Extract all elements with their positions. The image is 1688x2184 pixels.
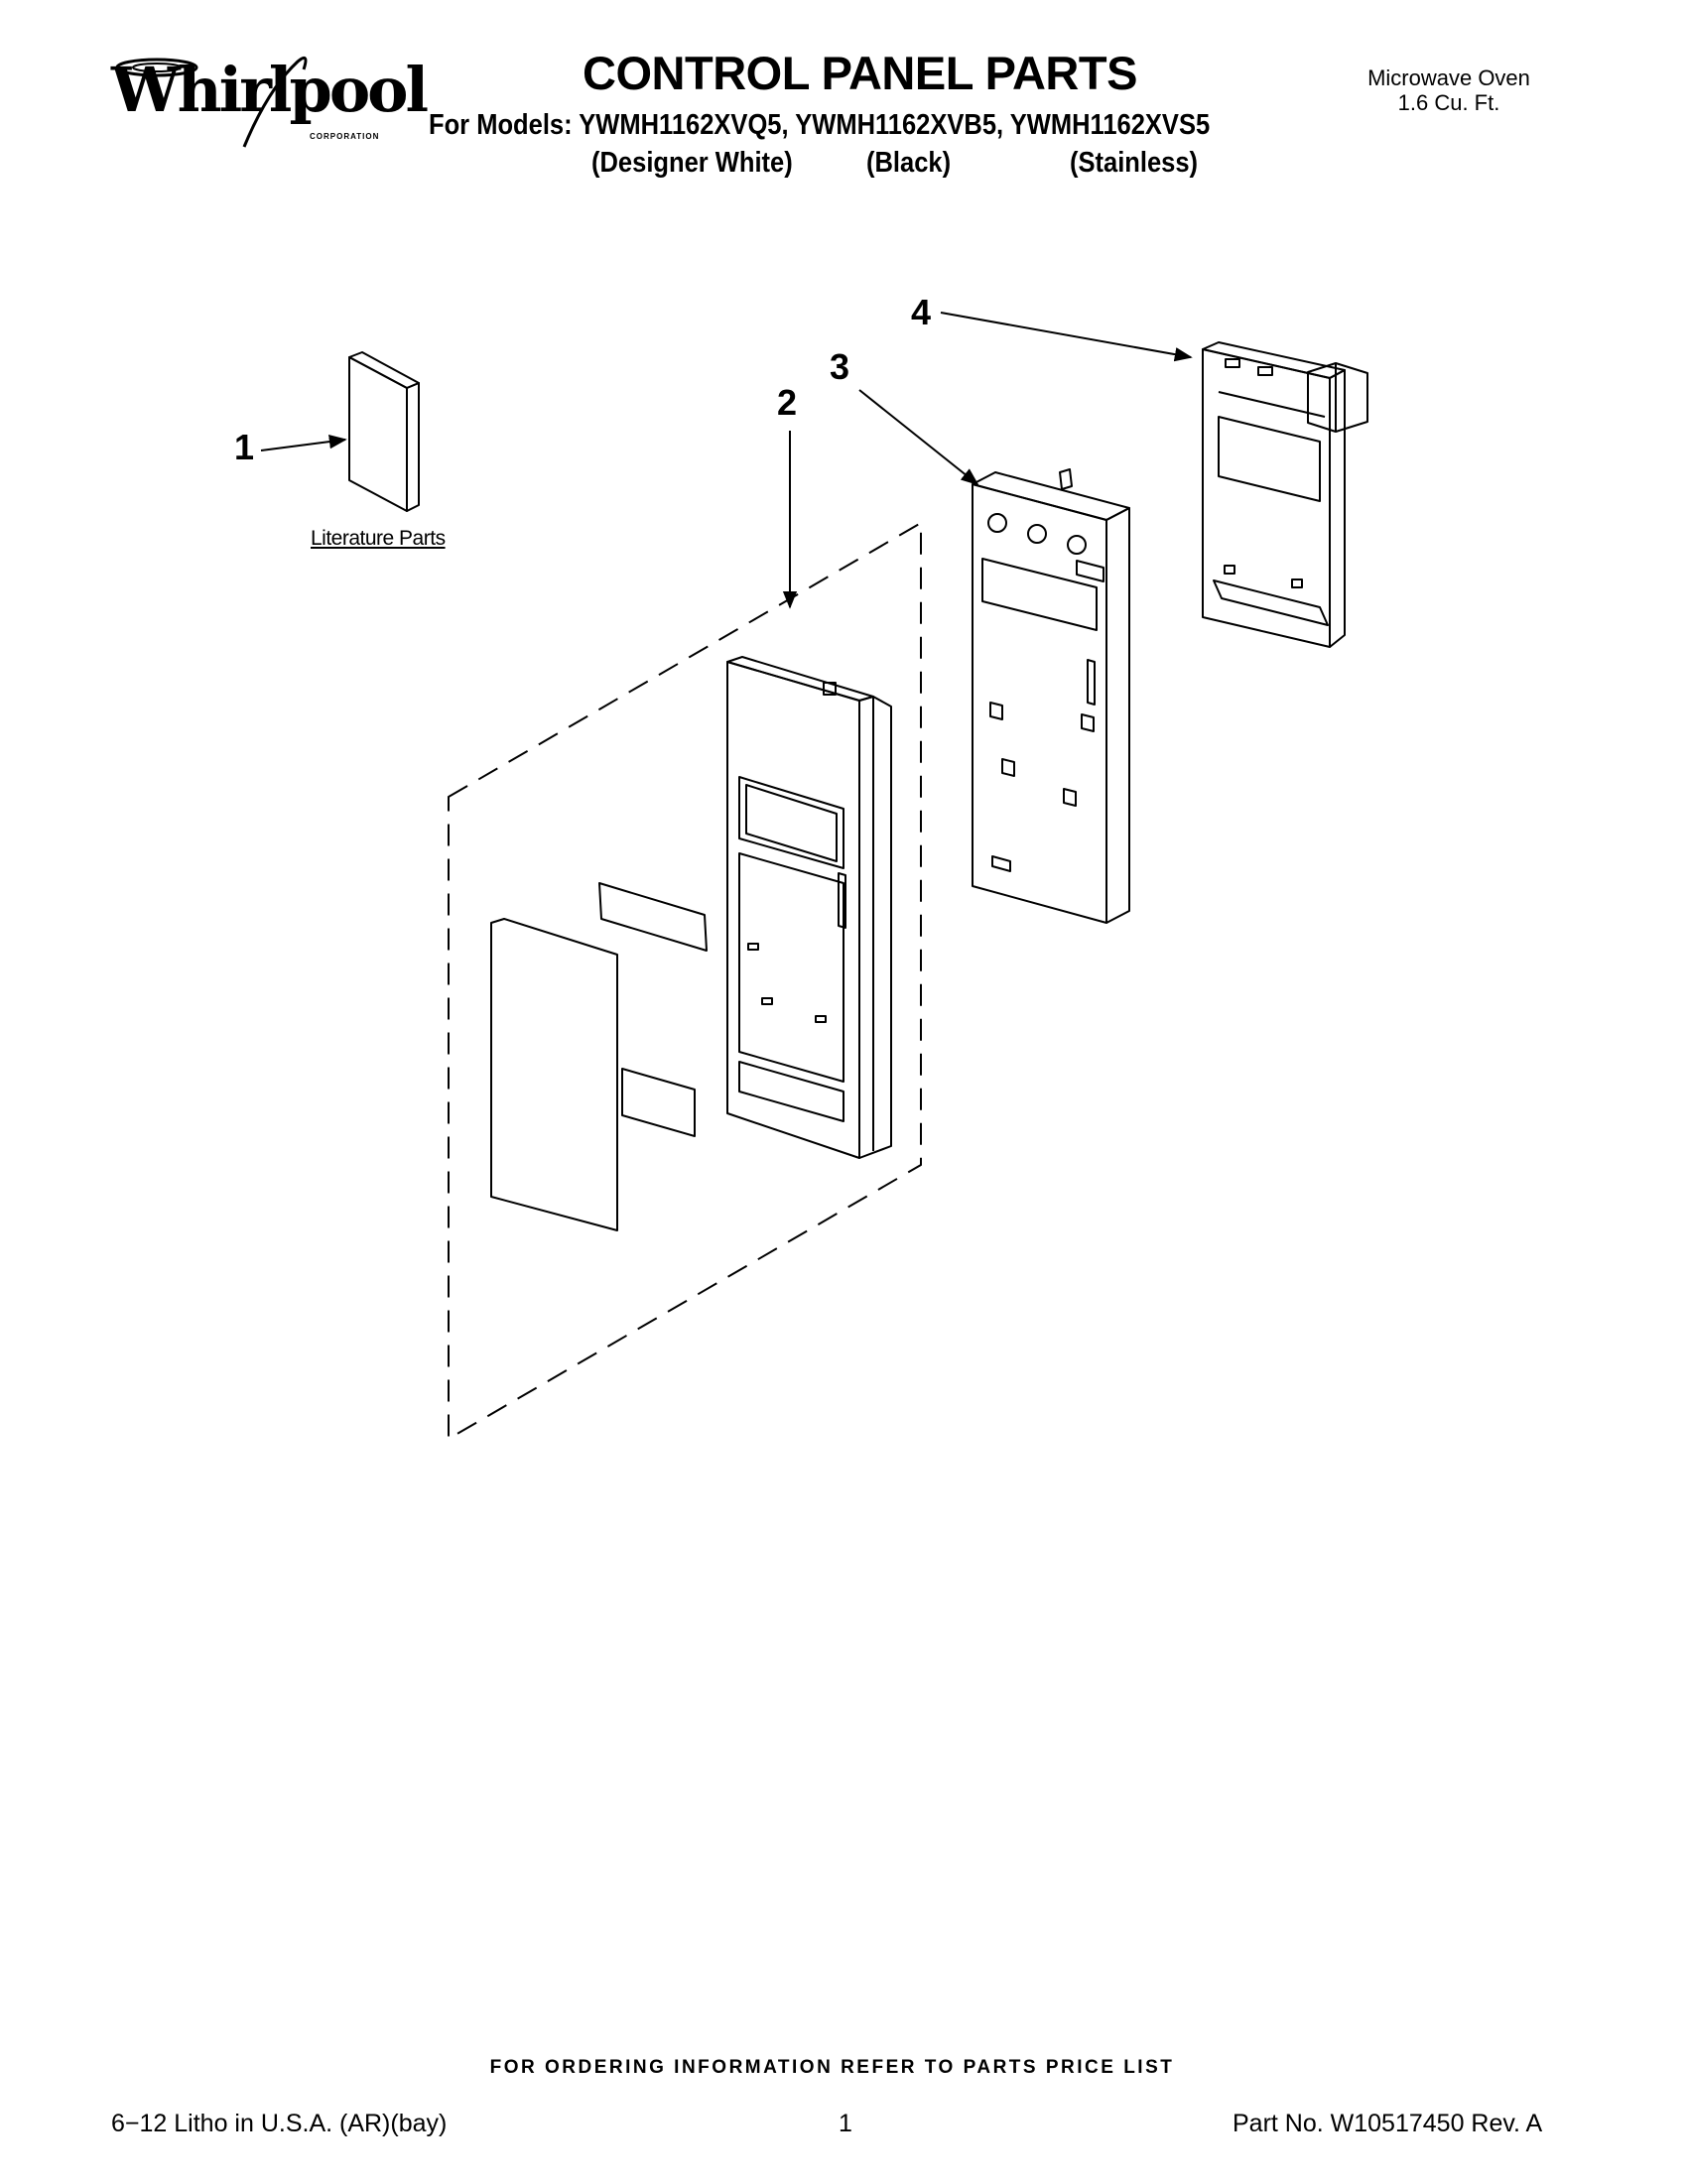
- control-board: [1202, 341, 1368, 648]
- leader-3: [858, 389, 979, 486]
- brand-corporation: CORPORATION: [310, 132, 380, 141]
- callout-4: 4: [911, 292, 932, 332]
- brand-wordmark: Whirlpool: [111, 54, 429, 126]
- models-line: For Models: YWMH1162XVQ5, YWMH1162XVB5, …: [429, 109, 1211, 141]
- display-window: [598, 882, 708, 952]
- litho-line: 6−12 Litho in U.S.A. (AR)(bay): [111, 2110, 448, 2137]
- callout-1: 1: [234, 427, 255, 467]
- appliance-info: Microwave Oven 1.6 Cu. Ft.: [1330, 65, 1568, 115]
- page-number: 1: [839, 2110, 852, 2137]
- appliance-type: Microwave Oven: [1367, 65, 1530, 90]
- callout-3: 3: [830, 346, 850, 387]
- variant-black: (Black): [866, 147, 952, 179]
- touchpad-tail: [621, 1068, 696, 1137]
- part-number: Part No. W10517450 Rev. A: [1233, 2110, 1543, 2137]
- assembly-boundary: [448, 522, 922, 1440]
- console-panel: [726, 656, 892, 1159]
- variant-stainless: (Stainless): [1070, 147, 1199, 179]
- control-housing: [972, 468, 1130, 924]
- ordering-note: FOR ORDERING INFORMATION REFER TO PARTS …: [489, 2057, 1175, 2078]
- appliance-capacity: 1.6 Cu. Ft.: [1397, 90, 1500, 115]
- page-title: CONTROL PANEL PARTS: [583, 47, 1137, 99]
- callout-2: 2: [777, 382, 798, 423]
- literature-booklet: [348, 351, 420, 512]
- membrane-touchpad: [490, 918, 618, 1231]
- leader-4: [940, 312, 1193, 362]
- literature-parts-label: Literature Parts: [311, 527, 446, 550]
- leader-1: [260, 434, 347, 451]
- logo-swoosh-icon: [115, 56, 308, 148]
- variant-designer-white: (Designer White): [591, 147, 793, 179]
